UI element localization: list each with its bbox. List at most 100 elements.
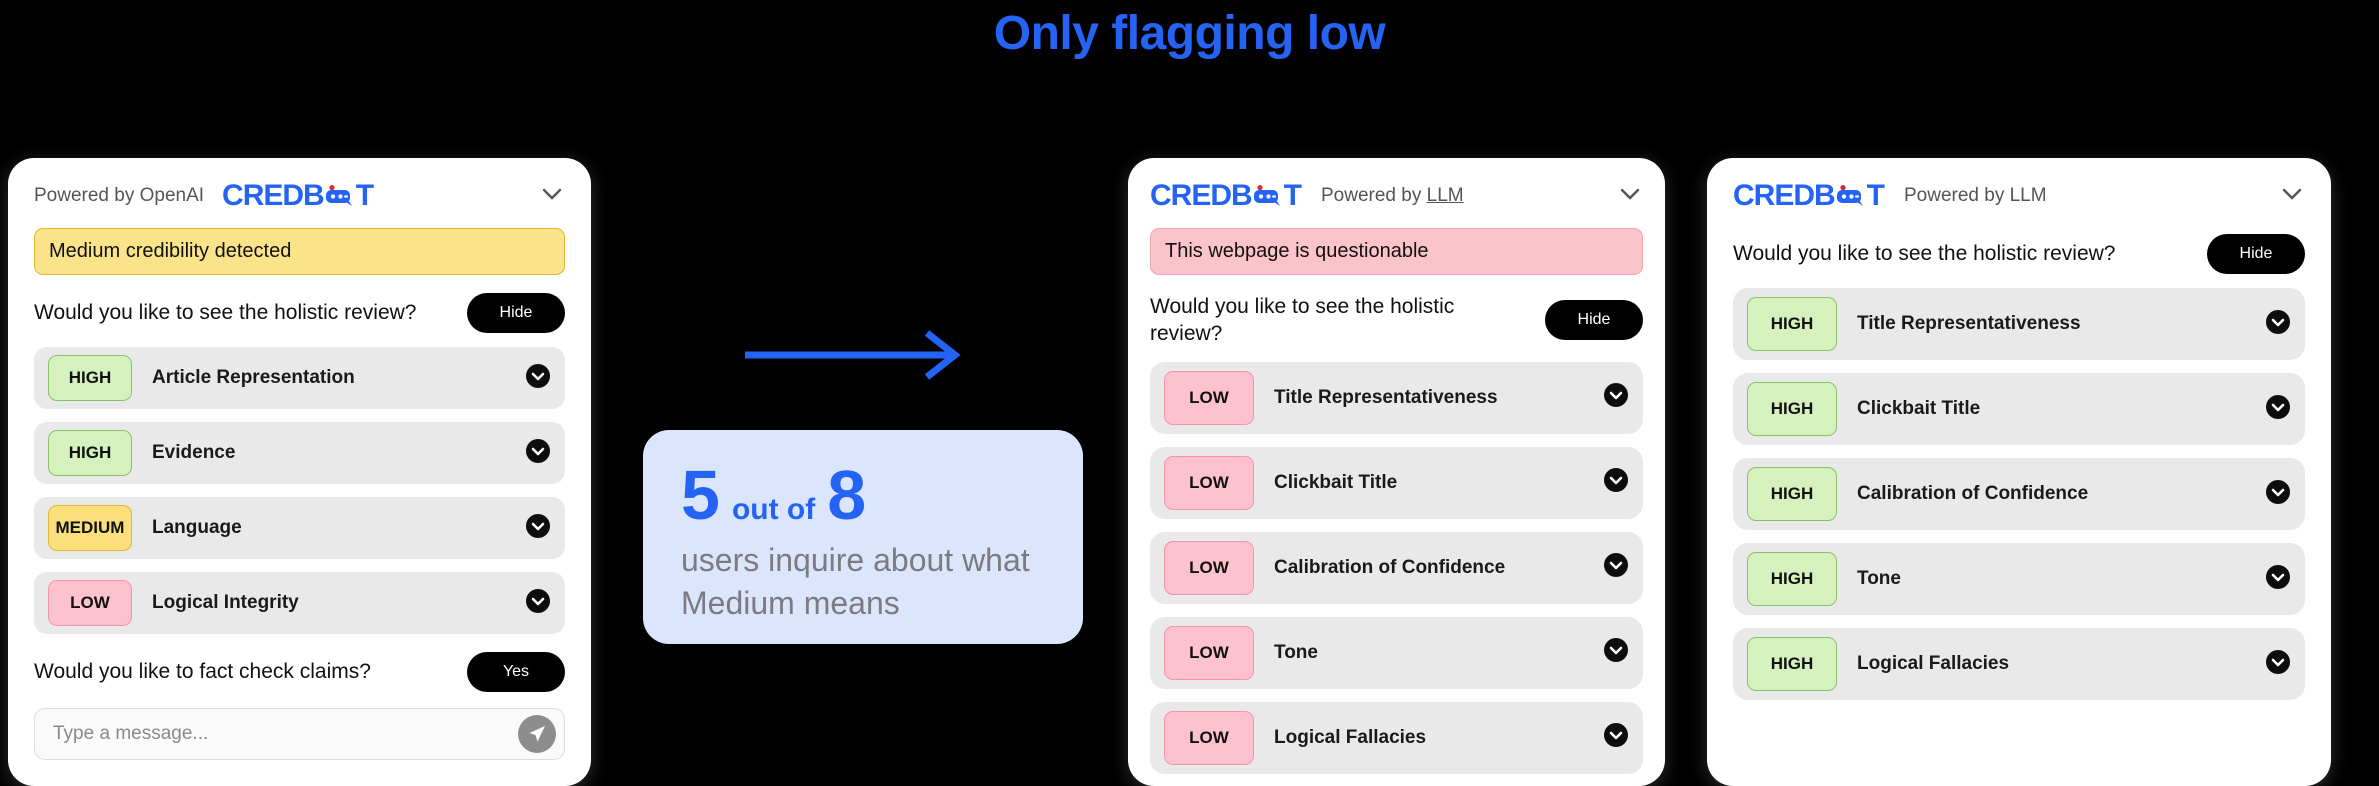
holistic-review-prompt: Would you like to see the holistic revie…: [1150, 293, 1643, 348]
chevron-down-circle-icon[interactable]: [525, 588, 551, 619]
rating-badge: HIGH: [48, 355, 132, 401]
chevron-down-circle-icon[interactable]: [2265, 309, 2291, 340]
criteria-row[interactable]: HIGH Clickbait Title: [1733, 373, 2305, 445]
stat-callout: 5 out of 8 users inquire about what Medi…: [643, 430, 1083, 644]
criteria-row[interactable]: HIGH Article Representation: [34, 347, 565, 409]
rating-badge: LOW: [1164, 710, 1254, 765]
criteria-label: Article Representation: [152, 367, 355, 388]
panel-header: CREDB T Powered by LLM: [1733, 176, 2305, 216]
chevron-down-circle-icon[interactable]: [1603, 722, 1629, 753]
rating-badge: MEDIUM: [48, 505, 132, 551]
holistic-review-prompt: Would you like to see the holistic revie…: [1733, 234, 2305, 274]
criteria-label: Calibration of Confidence: [1274, 556, 1506, 578]
criteria-label: Tone: [1274, 641, 1318, 663]
rating-badge: HIGH: [1747, 382, 1837, 436]
stat-numerator: 5: [681, 456, 720, 534]
chevron-down-circle-icon[interactable]: [2265, 564, 2291, 595]
credbot-logo: CREDB T: [222, 179, 374, 213]
powered-by-label: Powered by OpenAI: [34, 185, 205, 206]
credbot-robot-icon: [325, 183, 355, 213]
logo-text-after: T: [1866, 179, 1885, 212]
rating-badge: LOW: [48, 580, 132, 626]
holistic-review-question: Would you like to see the holistic revie…: [1733, 242, 2116, 266]
rating-badge: HIGH: [1747, 297, 1837, 351]
rating-badge: LOW: [1164, 370, 1254, 425]
credbot-logo: CREDB T: [1150, 179, 1302, 213]
credbot-robot-icon: [1253, 183, 1283, 213]
fact-check-prompt: Would you like to fact check claims? Yes: [34, 652, 565, 692]
rating-badge: HIGH: [1747, 552, 1837, 606]
chevron-down-icon[interactable]: [1617, 181, 1643, 212]
criteria-row[interactable]: HIGH Calibration of Confidence: [1733, 458, 2305, 530]
credibility-status-banner: This webpage is questionable: [1150, 228, 1643, 275]
message-composer[interactable]: [34, 708, 565, 760]
chevron-down-circle-icon[interactable]: [2265, 479, 2291, 510]
chevron-down-circle-icon[interactable]: [1603, 467, 1629, 498]
rating-badge: LOW: [1164, 625, 1254, 680]
yes-button[interactable]: Yes: [467, 652, 565, 692]
criteria-row[interactable]: MEDIUM Language: [34, 497, 565, 559]
credibility-status-banner: Medium credibility detected: [34, 228, 565, 275]
criteria-label: Logical Integrity: [152, 592, 299, 613]
hide-button[interactable]: Hide: [467, 293, 565, 333]
logo-text-after: T: [355, 179, 374, 212]
panel-header: Powered by OpenAI CREDB T: [34, 176, 565, 216]
criteria-row[interactable]: HIGH Tone: [1733, 543, 2305, 615]
powered-by-label: Powered by LLM: [1321, 185, 1464, 206]
stat-connector: out of: [731, 493, 816, 526]
credbot-panel-1: Powered by OpenAI CREDB T Medium credibilit…: [8, 158, 591, 786]
chevron-down-circle-icon[interactable]: [2265, 394, 2291, 425]
chevron-down-circle-icon[interactable]: [1603, 552, 1629, 583]
chevron-down-circle-icon[interactable]: [1603, 637, 1629, 668]
send-paper-plane-icon[interactable]: [518, 715, 556, 753]
chevron-down-circle-icon[interactable]: [1603, 382, 1629, 413]
credbot-panel-2: CREDB T Powered by LLM This webpage is ques…: [1128, 158, 1665, 786]
criteria-label: Language: [152, 517, 242, 538]
criteria-row[interactable]: HIGH Evidence: [34, 422, 565, 484]
credbot-logo: CREDB T: [1733, 179, 1885, 212]
logo-text-before: CREDB: [222, 179, 325, 212]
criteria-row[interactable]: LOW Tone: [1150, 616, 1643, 689]
arrow-right-icon: [745, 325, 970, 385]
logo-text-after: T: [1283, 179, 1302, 212]
chevron-down-circle-icon[interactable]: [525, 513, 551, 544]
criteria-label: Logical Fallacies: [1274, 726, 1427, 748]
fact-check-question: Would you like to fact check claims?: [34, 660, 371, 684]
logo-text-before: CREDB: [1150, 179, 1253, 212]
chevron-down-circle-icon[interactable]: [2265, 649, 2291, 680]
credbot-panel-3: CREDB T Powered by LLM Would you like to se…: [1707, 158, 2331, 786]
criteria-label: Title Representativeness: [1857, 313, 2081, 334]
chevron-down-icon[interactable]: [2279, 181, 2305, 212]
powered-by-label: Powered by LLM: [1904, 185, 2047, 206]
chevron-down-icon[interactable]: [539, 181, 565, 212]
criteria-label: Evidence: [152, 442, 236, 463]
rating-badge: HIGH: [48, 430, 132, 476]
chevron-down-circle-icon[interactable]: [525, 438, 551, 469]
panel-header: CREDB T Powered by LLM: [1150, 176, 1643, 216]
hide-button[interactable]: Hide: [1545, 300, 1643, 341]
criteria-label: Tone: [1857, 568, 1901, 589]
criteria-label: Clickbait Title: [1857, 398, 1981, 419]
criteria-label: Calibration of Confidence: [1857, 483, 2089, 504]
criteria-row[interactable]: LOW Logical Integrity: [34, 572, 565, 634]
criteria-row[interactable]: LOW Clickbait Title: [1150, 446, 1643, 519]
hide-button[interactable]: Hide: [2207, 234, 2305, 274]
stat-ratio: 5 out of 8: [681, 456, 1045, 534]
page-title: Only flagging low: [993, 7, 1386, 60]
rating-badge: LOW: [1164, 455, 1254, 510]
message-input[interactable]: [51, 722, 518, 746]
logo-text-before: CREDB: [1733, 179, 1836, 212]
chevron-down-circle-icon[interactable]: [525, 363, 551, 394]
stat-subtitle: users inquire about what Medium means: [681, 542, 1030, 621]
rating-badge: HIGH: [1747, 467, 1837, 521]
criteria-row[interactable]: LOW Logical Fallacies: [1150, 701, 1643, 774]
criteria-label: Clickbait Title: [1274, 471, 1398, 493]
criteria-row[interactable]: HIGH Title Representativeness: [1733, 288, 2305, 360]
